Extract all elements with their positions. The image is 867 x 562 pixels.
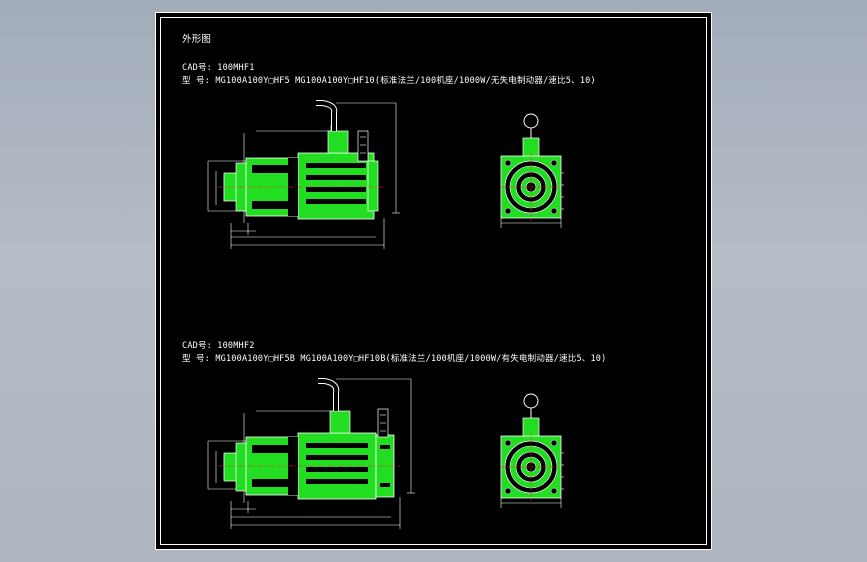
drawing-title: 外形图 [182,34,212,45]
cad-number-1: CAD号: 100MHF1 [182,63,255,73]
drawing-sheet: 外形图 CAD号: 100MHF1 型 号: MG100A100Y□HF5 MG… [155,12,712,550]
technical-drawing-svg [207,100,564,529]
motor-front-view-2 [500,393,564,508]
model-line-1: 型 号: MG100A100Y□HF5 MG100A100Y□HF10(标准法兰… [182,76,596,86]
motor-front-view-1 [500,113,564,228]
cad-number-2: CAD号: 100MHF2 [182,341,255,351]
model-line-2: 型 号: MG100A100Y□HF5B MG100A100Y□HF10B(标准… [182,354,607,364]
motor-side-view-1 [207,100,400,249]
motor-side-view-2 [207,378,415,529]
drawing-frame [160,17,707,545]
